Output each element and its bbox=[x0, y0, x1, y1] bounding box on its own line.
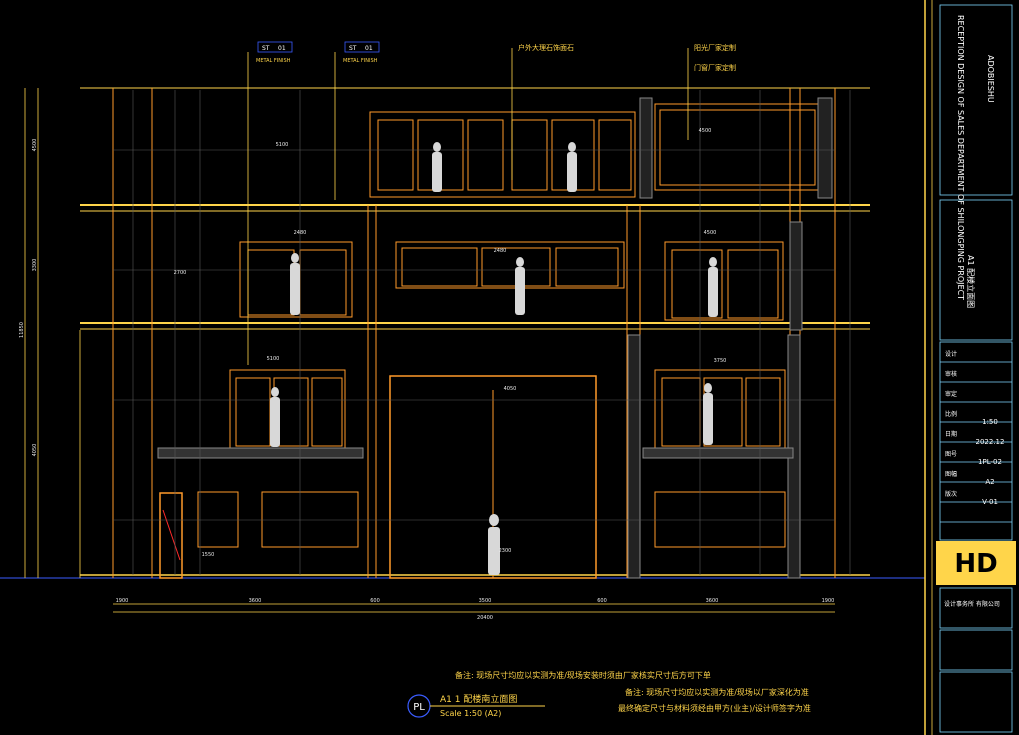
dim-label-8: 1550 bbox=[202, 552, 215, 558]
dim-bottom-4: 3500 bbox=[479, 598, 492, 604]
note-3: 最终确定尺寸与材料须经由甲方(业主)/设计师签字为准 bbox=[618, 703, 811, 713]
drawing-title: A1 1 配楼南立面图 bbox=[440, 693, 517, 705]
building-elevation bbox=[80, 87, 870, 579]
dim-bottom-2: 3600 bbox=[249, 598, 262, 604]
dim-bottom-1: 1900 bbox=[116, 598, 129, 604]
callout-text-2: METAL FINISH bbox=[343, 58, 378, 64]
dim-left-3: 4050 bbox=[32, 444, 38, 457]
dim-label-9: 5100 bbox=[267, 356, 280, 362]
dim-left-total: 11850 bbox=[19, 322, 25, 338]
dim-label-3: 2480 bbox=[294, 230, 307, 236]
note-1: 备注: 现场尺寸均应以实测为准/现场安装时须由厂家核实尺寸后方可下单 bbox=[455, 670, 711, 680]
tb-row-label-4: 比例 bbox=[945, 410, 957, 418]
dim-bottom-6: 3600 bbox=[706, 598, 719, 604]
dim-left-1: 4500 bbox=[32, 139, 38, 152]
dim-label-11: 2700 bbox=[174, 270, 187, 276]
tb-row-label-8: 版次 bbox=[945, 490, 957, 498]
dim-label-5: 4050 bbox=[504, 386, 517, 392]
dim-label-6: 3750 bbox=[714, 358, 727, 364]
tb-row-value-8: V-01 bbox=[982, 498, 998, 506]
firm-name: ADOBIESHU bbox=[986, 55, 995, 103]
dim-bottom-7: 1900 bbox=[822, 598, 835, 604]
callout-code-2: ST bbox=[349, 45, 357, 52]
tb-row-value-7: A2 bbox=[985, 478, 994, 486]
tb-row-value-4: 1:50 bbox=[982, 418, 998, 426]
drawing-scale: Scale 1:50 (A2) bbox=[440, 709, 501, 718]
project-name: RECEPTION DESIGN OF SALES DEPARTMENT OF … bbox=[956, 15, 965, 300]
tb-row-value-6: 1PL-02 bbox=[978, 458, 1002, 466]
dim-bottom-5: 600 bbox=[597, 598, 607, 604]
callout-text-5: 门窗厂家定制 bbox=[694, 63, 736, 72]
note-2: 备注: 现场尺寸均应以实测为准/现场以厂家深化为准 bbox=[625, 687, 809, 697]
dim-label-7: 2300 bbox=[499, 548, 512, 554]
tb-row-label-3: 审定 bbox=[945, 390, 957, 398]
logo-text: HD bbox=[954, 549, 997, 579]
drawing-symbol: PL bbox=[413, 702, 425, 713]
callout-num-1: 01 bbox=[278, 45, 286, 52]
tb-row-label-1: 设计 bbox=[945, 350, 957, 358]
callout-num-2: 01 bbox=[365, 45, 373, 52]
dim-label-2: 4500 bbox=[699, 128, 712, 134]
dim-label-4: 2480 bbox=[494, 248, 507, 254]
dim-label-1: 5100 bbox=[276, 142, 289, 148]
tb-row-label-6: 图号 bbox=[945, 451, 957, 458]
tb-row-label-5: 日期 bbox=[945, 430, 957, 438]
title-block-frame bbox=[939, 4, 1013, 733]
company-name: 设计事务所 有限公司 bbox=[944, 600, 1000, 608]
dimension-lines bbox=[24, 88, 835, 613]
callout-leaders bbox=[247, 41, 689, 365]
sheet-title: A1 配楼立面图 bbox=[966, 255, 976, 308]
callout-code-1: ST bbox=[262, 45, 270, 52]
callout-text-3: 户外大理石饰面石 bbox=[518, 43, 574, 52]
tb-row-value-5: 2022.12 bbox=[976, 438, 1005, 446]
tb-row-label-7: 图幅 bbox=[945, 470, 957, 478]
dim-label-10: 4500 bbox=[704, 230, 717, 236]
drawing-texts: PL A1 1 配楼南立面图 Scale 1:50 (A2) 备注: 现场尺寸均应以实… bbox=[19, 15, 1004, 718]
dim-left-2: 3300 bbox=[32, 259, 38, 272]
tb-row-label-2: 审核 bbox=[945, 370, 957, 378]
dim-bottom-total: 20400 bbox=[477, 615, 493, 621]
dim-bottom-3: 600 bbox=[370, 598, 380, 604]
logo-background bbox=[936, 541, 1016, 585]
callout-text-1: METAL FINISH bbox=[256, 58, 291, 64]
callout-text-4: 阳光厂家定制 bbox=[694, 43, 736, 52]
